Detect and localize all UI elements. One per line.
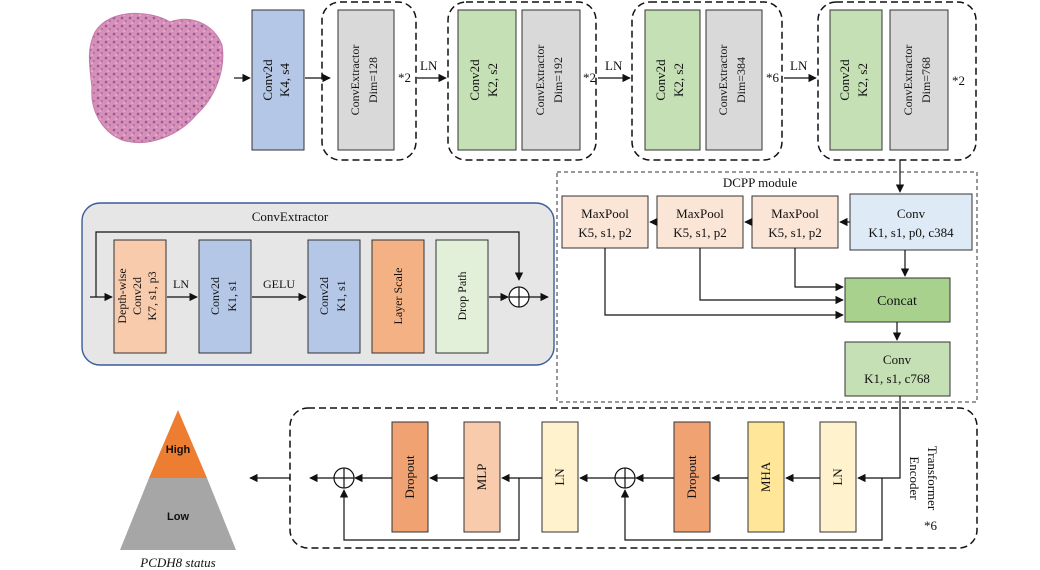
stage4-extractor-label-2: Dim=768 bbox=[919, 57, 933, 103]
transformer-title-1: Transformer bbox=[925, 446, 940, 511]
stem-conv-label-2: K4, s4 bbox=[277, 63, 292, 97]
panel-gelu-label: GELU bbox=[263, 277, 295, 291]
panel-conv-b-label-2: K1, s1 bbox=[334, 280, 348, 311]
ln-label-1: LN bbox=[420, 58, 438, 73]
stage3-downsample-label-1: Conv2d bbox=[653, 59, 668, 101]
panel-conv-a-label-1: Conv2d bbox=[208, 277, 222, 315]
transformer-residual-1 bbox=[620, 478, 883, 541]
transformer-ln2-label: LN bbox=[552, 468, 567, 486]
stage1-extractor-label-2: Dim=128 bbox=[366, 57, 380, 103]
drop-path-label: Drop Path bbox=[455, 272, 469, 321]
stage3-extractor-label-2: Dim=384 bbox=[734, 57, 748, 103]
dcpp-conv-in-label-2: K1, s1, p0, c384 bbox=[868, 225, 954, 240]
pyramid-high-segment bbox=[149, 410, 207, 478]
arrow-maxpool2-to-concat bbox=[699, 248, 844, 305]
panel-add-icon bbox=[508, 286, 530, 308]
panel-conv-b-label-1: Conv2d bbox=[317, 277, 331, 315]
histology-image bbox=[80, 2, 233, 152]
stage1-group: ConvExtractor Dim=128 *2 bbox=[321, 1, 417, 161]
stage1-repeat: *2 bbox=[398, 70, 411, 85]
dcpp-conv-out-label-1: Conv bbox=[883, 352, 912, 367]
maxpool2-label-1: MaxPool bbox=[676, 206, 724, 221]
pcdh8-status-pyramid: High Low PCDH8 status bbox=[120, 410, 236, 570]
ln-label-3: LN bbox=[790, 58, 808, 73]
maxpool2-label-2: K5, s1, p2 bbox=[673, 225, 726, 240]
convextractor-panel: ConvExtractor Depth-wise Conv2d K7, s1, … bbox=[81, 202, 555, 366]
stage1-extractor-label-1: ConvExtractor bbox=[348, 45, 362, 116]
transformer-mlp-label: MLP bbox=[474, 464, 489, 491]
transformer-add1-icon bbox=[614, 467, 636, 489]
pyramid-low-label: Low bbox=[167, 511, 189, 523]
arrow-dcpp-to-transformer bbox=[857, 396, 901, 483]
transformer-dropout2-label: Dropout bbox=[402, 455, 417, 499]
stage3-downsample-label-2: K2, s2 bbox=[671, 63, 686, 97]
stage2-extractor-label-1: ConvExtractor bbox=[533, 45, 547, 116]
stage4-downsample-label-1: Conv2d bbox=[837, 59, 852, 101]
layer-scale-label: Layer Scale bbox=[391, 268, 405, 325]
stage2-downsample-label-1: Conv2d bbox=[467, 59, 482, 101]
transformer-ln1-label: LN bbox=[830, 468, 845, 486]
transformer-encoder: Transformer Encoder *6 LN MHA Dropout LN… bbox=[289, 396, 978, 549]
stage3-repeat: *6 bbox=[766, 70, 780, 85]
maxpool3-label-1: MaxPool bbox=[581, 206, 629, 221]
transformer-repeat: *6 bbox=[924, 518, 938, 533]
concat-label: Concat bbox=[877, 294, 917, 309]
stage2-extractor-label-2: Dim=192 bbox=[551, 57, 565, 103]
depthwise-label-3: K7, s1, p3 bbox=[145, 271, 159, 320]
transformer-add2-icon bbox=[333, 467, 355, 489]
stage4-repeat: *2 bbox=[952, 73, 965, 88]
panel-ln-label: LN bbox=[173, 277, 189, 291]
panel-conv-a-label-2: K1, s1 bbox=[225, 280, 239, 311]
pyramid-high-label: High bbox=[166, 444, 191, 456]
stage4-downsample-label-2: K2, s2 bbox=[855, 63, 870, 97]
transformer-title-2: Encoder bbox=[907, 456, 922, 500]
ln-label-2: LN bbox=[605, 58, 623, 73]
arrow-maxpool1-to-concat bbox=[794, 248, 844, 292]
arrow-maxpool3-to-concat bbox=[604, 248, 844, 320]
stem-conv-label-1: Conv2d bbox=[260, 59, 275, 101]
dcpp-module: DCPP module Conv K1, s1, p0, c384 MaxPoo… bbox=[556, 171, 978, 403]
transformer-dropout1-label: Dropout bbox=[684, 455, 699, 499]
stage2-group: Conv2d K2, s2 ConvExtractor Dim=192 *2 bbox=[447, 1, 597, 161]
pyramid-low-segment bbox=[120, 478, 236, 550]
transformer-mha-label: MHA bbox=[758, 461, 773, 492]
maxpool1-label-2: K5, s1, p2 bbox=[768, 225, 821, 240]
dcpp-conv-in-label-1: Conv bbox=[897, 206, 926, 221]
transformer-title: Transformer Encoder bbox=[907, 446, 940, 511]
depthwise-label-2: Conv2d bbox=[130, 277, 144, 315]
transformer-residual-2 bbox=[339, 478, 520, 541]
convextractor-panel-title: ConvExtractor bbox=[252, 209, 329, 224]
maxpool3-label-2: K5, s1, p2 bbox=[578, 225, 631, 240]
stage4-extractor-label-1: ConvExtractor bbox=[901, 45, 915, 116]
dcpp-conv-out-label-2: K1, s1, c768 bbox=[864, 371, 930, 386]
stage3-extractor-label-1: ConvExtractor bbox=[716, 45, 730, 116]
stage2-downsample-label-2: K2, s2 bbox=[485, 63, 500, 97]
pcdh8-status-label: PCDH8 status bbox=[139, 555, 215, 570]
dcpp-title: DCPP module bbox=[723, 175, 798, 190]
stem-conv-block: Conv2d K4, s4 bbox=[251, 9, 305, 151]
stage2-repeat: *2 bbox=[583, 70, 596, 85]
depthwise-label-1: Depth-wise bbox=[115, 268, 129, 323]
stage4-group: Conv2d K2, s2 ConvExtractor Dim=768 *2 bbox=[817, 1, 977, 161]
residual-connection bbox=[95, 231, 524, 297]
stage3-group: Conv2d K2, s2 ConvExtractor Dim=384 *6 bbox=[631, 1, 783, 161]
maxpool1-label-1: MaxPool bbox=[771, 206, 819, 221]
